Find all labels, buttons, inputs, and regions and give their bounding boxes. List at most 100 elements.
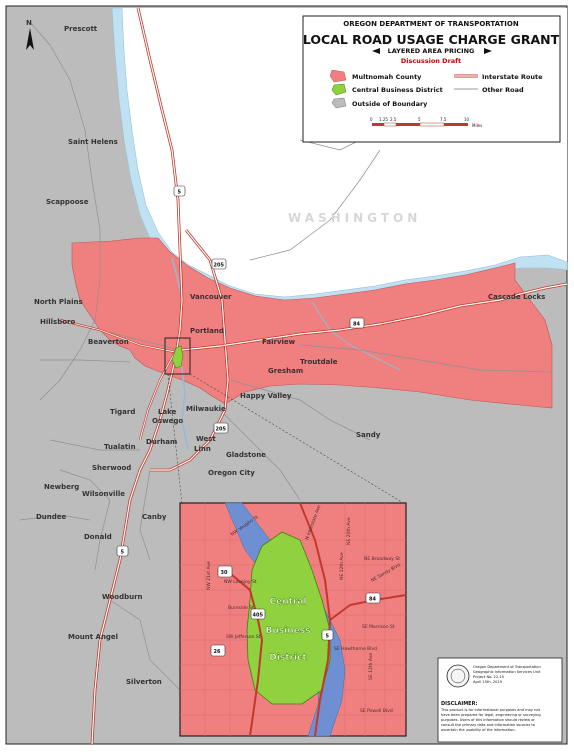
north-arrow-label: N — [26, 19, 32, 27]
disclaimer-line-3: purposes. Users of this information shou… — [441, 718, 535, 722]
place-happy-valley: Happy Valley — [240, 392, 292, 400]
shield-i205-south: 205 — [213, 422, 229, 434]
scale-segment-3 — [396, 123, 420, 126]
shield-i205-north: 205 — [211, 258, 227, 270]
legend-label-interstate: Interstate Route — [482, 73, 543, 81]
legend-title: LOCAL ROAD USAGE CHARGE GRANT — [303, 32, 560, 47]
place-durham: Durham — [146, 438, 177, 446]
arrow-left-icon — [372, 48, 380, 54]
sandy-river — [311, 301, 401, 371]
legend-swatch-multnomah — [329, 69, 347, 83]
place-gresham: Gresham — [268, 367, 303, 375]
scale-tick-1: 1.25 — [379, 117, 388, 122]
zoom-line-right — [189, 373, 406, 505]
shield-i205-south-label: 205 — [216, 427, 227, 433]
place-milwaukie: Milwaukie — [186, 405, 226, 413]
inset-shield-405: 405 — [250, 608, 266, 620]
scale-segment-1 — [372, 123, 384, 126]
inset-shield-84: 84 — [365, 592, 381, 604]
zoom-frame — [164, 337, 191, 375]
legend-label-other-road: Other Road — [482, 86, 524, 94]
street-se-morrison: SE Morrison St — [362, 624, 395, 630]
scale-tick-2: 2.5 — [390, 117, 397, 122]
legend-agency: OREGON DEPARTMENT OF TRANSPORTATION — [343, 20, 519, 28]
scale-tick-4: 7.5 — [440, 117, 447, 122]
place-beaverton: Beaverton — [88, 338, 129, 346]
place-newberg: Newberg — [44, 483, 79, 491]
place-vancouver: Vancouver — [190, 293, 232, 301]
place-labels: Prescott Saint Helens Scappoose North Pl… — [34, 25, 545, 686]
scale-bar: 0 1.25 2.5 5 7.5 10 Miles — [370, 117, 482, 128]
interstate-shield-icon — [349, 317, 365, 329]
street-nw-21st: NW 21st Ave — [206, 561, 212, 590]
legend-label-multnomah: Multnomah County — [352, 73, 422, 81]
scale-tick-3: 5 — [418, 117, 421, 122]
place-gladstone: Gladstone — [226, 451, 266, 459]
credit-line-1: Oregon Department of Transportation — [473, 665, 541, 669]
interstate-shield-icon — [365, 592, 381, 604]
place-prescott: Prescott — [64, 25, 98, 33]
disclaimer-line-1: This product is for informational purpos… — [440, 708, 541, 712]
place-saint-helens: Saint Helens — [68, 138, 118, 146]
inset-shield-5: 5 — [321, 629, 334, 641]
shield-i84: 84 — [349, 317, 365, 329]
street-sw-jefferson: SW Jefferson St — [226, 634, 261, 640]
scale-segment-5 — [444, 123, 468, 126]
street-ne-broadway: NE Broadway St — [364, 556, 400, 562]
cbd-label-3: District — [269, 653, 307, 663]
interstate-shield-icon — [250, 608, 266, 620]
shield-i5-north: 5 — [173, 185, 186, 197]
legend-label-outside: Outside of Boundary — [352, 100, 428, 108]
street-ne-12th: NE 12th Ave — [339, 552, 345, 580]
place-canby: Canby — [142, 513, 167, 521]
odot-seal-icon — [446, 664, 470, 688]
place-portland: Portland — [190, 327, 224, 335]
inset-shield-30: 30 — [217, 565, 233, 578]
north-arrow: N — [26, 19, 34, 50]
place-sandy: Sandy — [356, 431, 381, 439]
place-silverton: Silverton — [126, 678, 162, 686]
legend-swatch-outside — [331, 97, 347, 109]
us-route-shield-icon — [210, 644, 226, 657]
place-wilsonville: Wilsonville — [82, 490, 125, 498]
odot-seal-ring — [450, 668, 466, 684]
street-se-powell: SE Powell Blvd — [360, 708, 393, 714]
place-donald: Donald — [84, 533, 112, 541]
scale-unit: Miles — [472, 123, 482, 128]
scale-tick-5: 10 — [464, 117, 470, 122]
place-tigard: Tigard — [110, 408, 135, 416]
place-tualatin: Tualatin — [104, 443, 136, 451]
place-fairview: Fairview — [262, 338, 296, 346]
legend-subtitle: LAYERED AREA PRICING — [388, 47, 475, 55]
inset-cbd-area — [246, 531, 331, 705]
cbd-label-2: Business — [266, 626, 311, 636]
shield-i84-label: 84 — [353, 322, 360, 328]
inset-shield-26-label: 26 — [214, 649, 221, 655]
street-ne-20th: NE 20th Ave — [346, 517, 352, 545]
place-mount-angel: Mount Angel — [68, 633, 118, 641]
street-se-hawthorne: SE Hawthorne Blvd — [334, 646, 377, 652]
disclaimer-line-4: consult the primary data and information… — [441, 723, 535, 727]
inset-shield-405-label: 405 — [253, 613, 264, 619]
place-west-linn-2: Linn — [194, 445, 211, 453]
inset-map: Central Business District 30 405 26 5 84… — [179, 502, 407, 737]
zoom-line-left — [167, 373, 183, 505]
credit-line-3: Project No. 22-10 — [473, 675, 505, 679]
us-route-shield-icon — [217, 565, 233, 578]
place-lake-oswego-2: Oswego — [152, 417, 183, 425]
place-north-plains: North Plains — [34, 298, 83, 306]
shield-i205-north-label: 205 — [214, 263, 225, 269]
place-dundee: Dundee — [36, 513, 67, 521]
arrow-right-icon — [484, 48, 492, 54]
credit-line-2: Geographic Information Services Unit — [473, 670, 541, 674]
north-arrow-icon — [26, 28, 34, 50]
shield-i5-south: 5 — [116, 545, 129, 557]
legend-swatch-cbd — [331, 83, 347, 96]
place-sherwood: Sherwood — [92, 464, 131, 472]
interstate-shield-icon — [116, 545, 129, 557]
credit-box: Oregon Department of Transportation Geog… — [437, 657, 563, 743]
interstate-routes — [59, 7, 568, 745]
disclaimer-heading: DISCLAIMER: — [441, 701, 477, 707]
disclaimer-line-2: have been prepared for legal, engineerin… — [441, 713, 541, 717]
